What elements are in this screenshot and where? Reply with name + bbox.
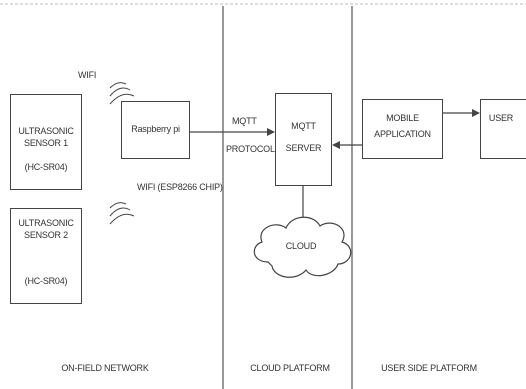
zone-label-on-field: ON-FIELD NETWORK: [61, 363, 149, 373]
zone-label-user-side: USER SIDE PLATFORM: [381, 363, 477, 373]
mqtt-server-line2: SERVER: [285, 143, 322, 153]
ultrasonic-sensor-1-box: ULTRASONIC SENSOR 1 (HC-SR04): [10, 94, 82, 190]
raspberry-pi-label: Raspberry pi: [131, 124, 180, 134]
sensor-2-line2: SENSOR 2: [24, 230, 68, 240]
arrowhead-to-mqtt: [267, 128, 275, 136]
cloud-label: CLOUD: [285, 241, 317, 251]
mobile-app-line1: MOBILE: [386, 113, 419, 123]
user-box: USER: [480, 99, 526, 159]
mobile-app-line2: APPLICATION: [374, 129, 431, 139]
ultrasonic-sensor-2-box: ULTRASONIC SENSOR 2 (HC-SR04): [10, 208, 82, 304]
wifi-top-label: WIFI: [78, 70, 97, 80]
protocol-edge-label: PROTOCOL: [226, 144, 275, 154]
zone-label-cloud-platform: CLOUD PLATFORM: [250, 363, 330, 373]
mqtt-server-box: MQTT SERVER: [275, 93, 332, 186]
wifi-bottom-label: WIFI (ESP8266 CHIP): [137, 182, 223, 192]
sensor-2-line3: (HC-SR04): [24, 276, 68, 286]
arrowhead-to-mqtt-left: [332, 141, 340, 149]
sensor-1-line3: (HC-SR04): [24, 162, 68, 172]
mqtt-edge-label: MQTT: [232, 116, 257, 126]
sensor-1-line2: SENSOR 1: [24, 138, 68, 148]
cloud-shape: [253, 216, 352, 278]
raspberry-pi-box: Raspberry pi: [121, 101, 190, 159]
mobile-application-box: MOBILE APPLICATION: [362, 99, 443, 159]
wifi-signal-icon-top: [109, 82, 135, 105]
arrowhead-to-user: [472, 109, 480, 117]
sensor-1-line1: ULTRASONIC: [18, 126, 74, 136]
user-label: USER: [488, 113, 514, 123]
sensor-2-line1: ULTRASONIC: [18, 218, 74, 228]
mqtt-server-line1: MQTT: [291, 121, 316, 131]
wifi-signal-icon-bottom: [109, 202, 135, 225]
